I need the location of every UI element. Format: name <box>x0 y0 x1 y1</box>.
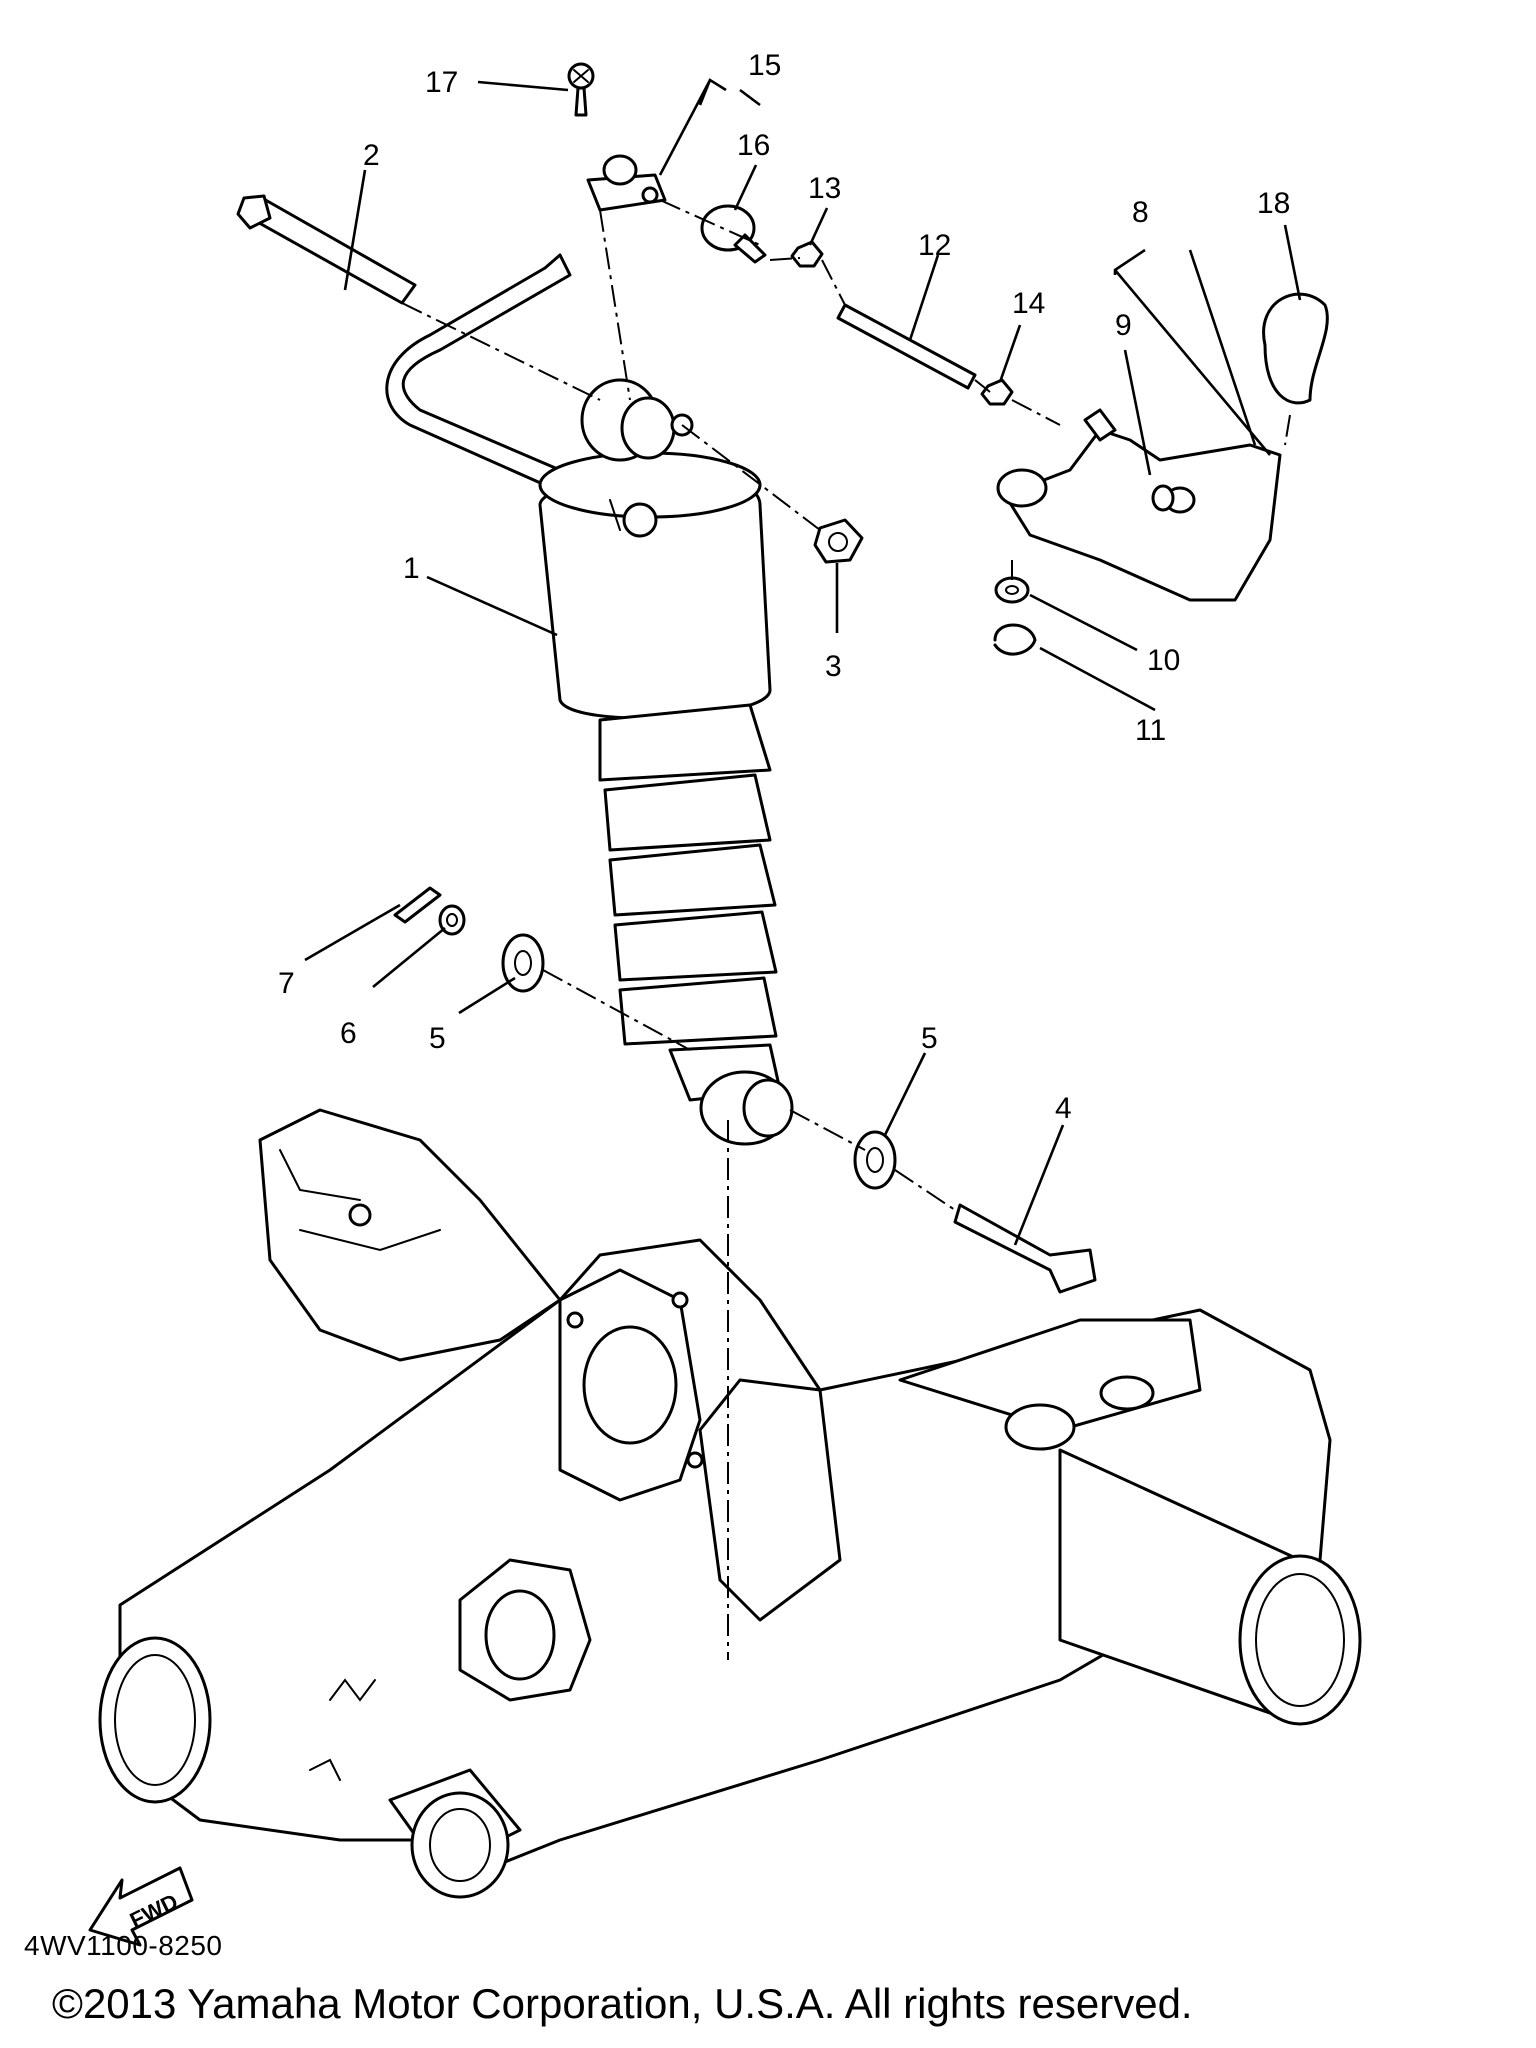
callout-11: 11 <box>1135 714 1166 747</box>
callout-15: 15 <box>748 49 781 82</box>
bolt-part-2 <box>236 194 417 305</box>
circlip-part-11 <box>993 623 1037 656</box>
callout-9: 9 <box>1115 309 1132 342</box>
cap-part-16 <box>700 204 767 264</box>
callout-10: 10 <box>1147 644 1180 677</box>
collar-part-5-left <box>501 933 545 993</box>
nut-part-14 <box>980 378 1014 406</box>
callout-6: 6 <box>340 1017 357 1050</box>
bolt-part-4 <box>953 1203 1097 1294</box>
callout-4: 4 <box>1055 1092 1072 1125</box>
callout-3: 3 <box>825 650 842 683</box>
callout-16: 16 <box>737 129 770 162</box>
callout-12: 12 <box>918 229 951 262</box>
rear-shock-absorber <box>385 253 794 1146</box>
washer-part-6 <box>438 904 466 936</box>
nut-part-3 <box>813 518 864 564</box>
swingarm-housing <box>98 1108 1362 1899</box>
nut-part-13 <box>790 240 824 268</box>
leader-lines <box>304 78 1302 1246</box>
diagram-reference-code: 4WV1100-8250 <box>24 1930 223 1961</box>
callout-18: 18 <box>1257 187 1290 220</box>
cotter-pin-part-7 <box>393 886 442 924</box>
callout-2: 2 <box>363 139 380 172</box>
callout-7: 7 <box>278 967 295 1000</box>
callout-8: 8 <box>1132 196 1149 229</box>
callout-1: 1 <box>403 552 420 585</box>
joint-part-15 <box>586 154 667 212</box>
callout-5-left: 5 <box>429 1022 446 1055</box>
rod-part-12 <box>836 303 977 390</box>
callout-labels: 1 2 3 4 5 5 6 7 8 9 10 11 12 13 14 15 16… <box>278 49 1290 1125</box>
callout-5-right: 5 <box>921 1022 938 1055</box>
callout-13: 13 <box>808 172 841 205</box>
copyright-notice: ©2013 Yamaha Motor Corporation, U.S.A. A… <box>52 1980 1193 2027</box>
collar-part-5-right <box>853 1130 897 1190</box>
screw-part-17 <box>567 62 595 117</box>
cover-part-18 <box>1262 292 1329 405</box>
fitting-part-9 <box>1151 484 1196 514</box>
bracket-part-8 <box>996 408 1282 602</box>
washer-part-10 <box>994 576 1030 604</box>
callout-17: 17 <box>425 66 458 99</box>
assembly-lines <box>401 199 1291 1660</box>
callout-14: 14 <box>1012 287 1045 320</box>
